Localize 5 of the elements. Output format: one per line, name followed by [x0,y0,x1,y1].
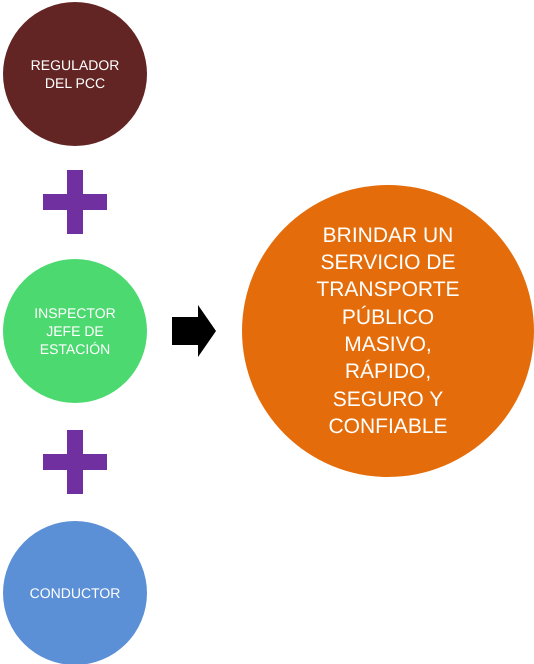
circle-label: BRINDAR UN SERVICIO DE TRANSPORTE PÚBLICO MASIVO, RÁPIDO, SEGURO Y CONFIABLE [315,222,461,440]
circle-label: CONDUCTOR [30,584,120,602]
block-arrow [172,305,216,357]
circle-label: REGULADOR DEL PCC [30,56,120,92]
circle-label: INSPECTOR JEFE DE ESTACIÓN [33,304,117,358]
